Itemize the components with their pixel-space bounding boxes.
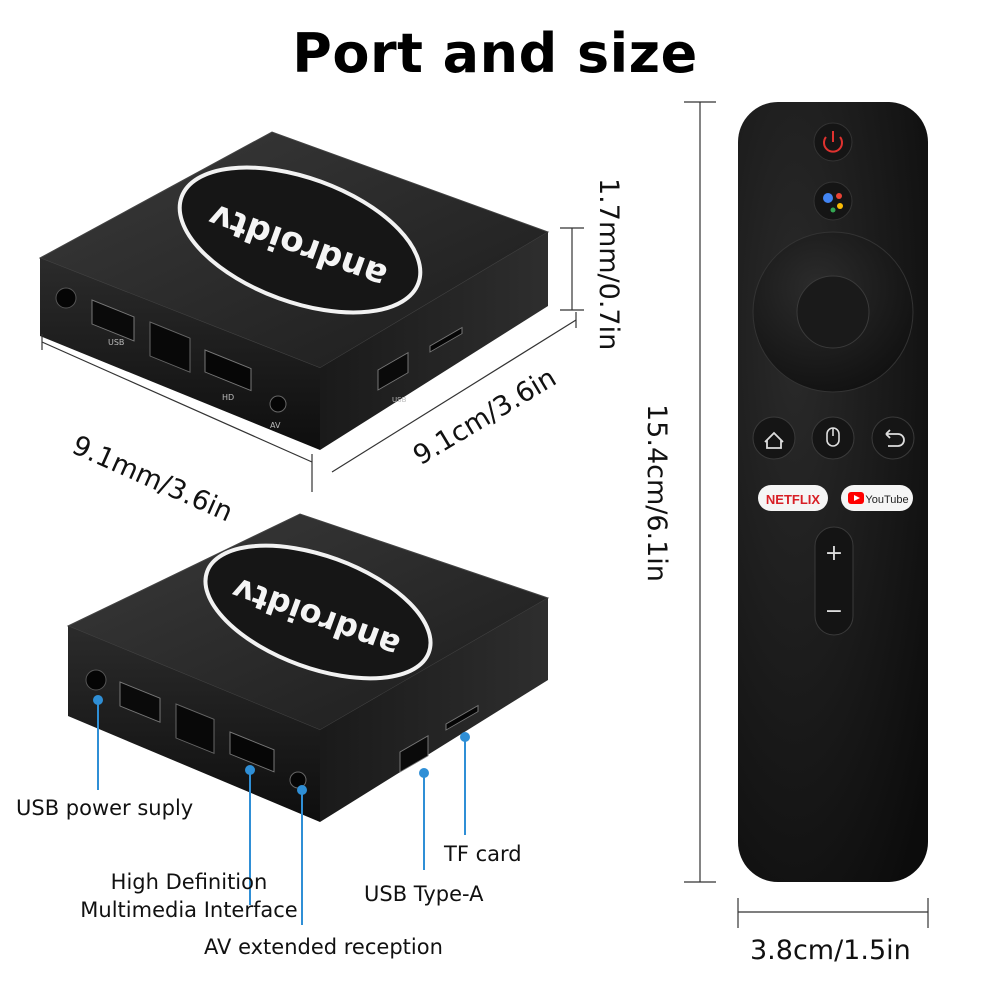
callout-usb-power: USB power suply bbox=[16, 796, 194, 820]
callout-hdmi-line1: High Definition bbox=[110, 870, 268, 894]
dimension-lines-top bbox=[41, 227, 584, 492]
callout-hdmi-line2: Multimedia Interface bbox=[80, 898, 298, 922]
callout-usb-type-a: USB Type-A bbox=[364, 882, 484, 906]
home-button bbox=[752, 416, 796, 460]
callout-lines bbox=[93, 695, 470, 925]
light-ring bbox=[177, 165, 423, 315]
remote-control: NETFLIX YouTube + − bbox=[738, 102, 928, 882]
av-port-label: AV bbox=[270, 421, 281, 430]
youtube-button bbox=[841, 485, 913, 511]
tf-slot-2 bbox=[445, 704, 479, 731]
side-usb-label: USB bbox=[392, 396, 407, 404]
tv-box-bottom: androidtv bbox=[66, 513, 550, 822]
page-title: Port and size bbox=[292, 22, 698, 85]
dc-port bbox=[55, 287, 77, 309]
remote-width-dimension: 3.8cm/1.5in bbox=[750, 935, 911, 966]
volume-rocker bbox=[814, 526, 854, 636]
tf-slot bbox=[429, 326, 463, 353]
callout-hdmi: High Definition Multimedia Interface bbox=[74, 868, 304, 924]
av-port bbox=[269, 395, 287, 413]
dimension-lines-remote bbox=[684, 101, 929, 928]
hdmi-port-label: HD bbox=[222, 393, 234, 402]
ok-button bbox=[796, 275, 870, 349]
usb-port-2 bbox=[119, 681, 161, 723]
callout-tf-card: TF card bbox=[444, 842, 522, 866]
mouse-button bbox=[811, 416, 855, 460]
height-dimension: 1.7mm/0.7in bbox=[593, 178, 624, 351]
side-usb-port-2 bbox=[399, 735, 429, 773]
usb-port bbox=[91, 299, 135, 342]
assistant-button bbox=[813, 181, 853, 221]
ethernet-port-2 bbox=[175, 703, 215, 755]
usb-port-label: USB bbox=[108, 338, 124, 347]
tv-box-top: androidtv USB HD AV USB bbox=[38, 131, 550, 450]
dc-port-2 bbox=[85, 669, 107, 691]
volume-up-label: + bbox=[825, 541, 843, 566]
netflix-button bbox=[758, 485, 828, 511]
remote-length-dimension: 15.4cm/6.1in bbox=[641, 404, 672, 582]
callout-av: AV extended reception bbox=[204, 935, 443, 959]
hdmi-port-2 bbox=[229, 731, 275, 773]
volume-down-label: − bbox=[825, 599, 843, 624]
side-usb-port bbox=[377, 351, 409, 391]
netflix-label: NETFLIX bbox=[766, 492, 820, 507]
ethernet-port bbox=[149, 321, 191, 373]
youtube-label: YouTube bbox=[865, 494, 908, 506]
back-button bbox=[871, 416, 915, 460]
hdmi-port bbox=[204, 349, 252, 392]
